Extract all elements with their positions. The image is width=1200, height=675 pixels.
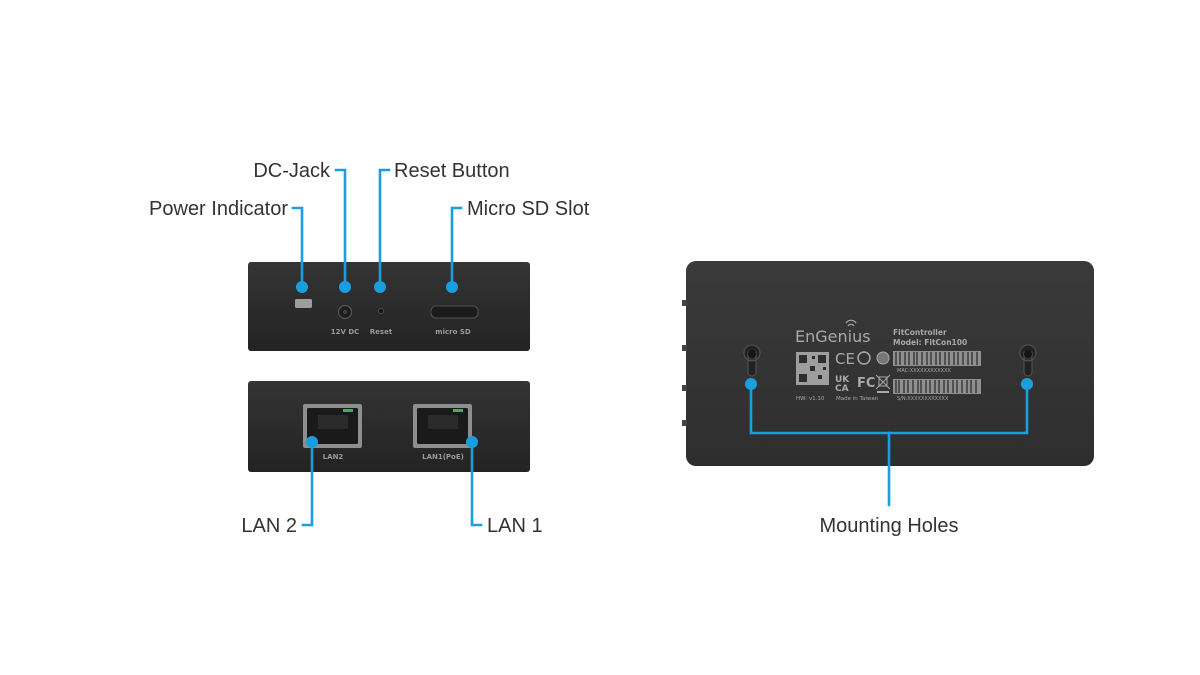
callout-leaders <box>291 168 1033 527</box>
rear-panel: LAN2 LAN1(PoE) <box>248 381 530 472</box>
brand-logo-text: EnGenius <box>795 327 871 346</box>
mounting-hole-left-dot <box>745 378 757 390</box>
micro-sd-leader <box>450 206 463 289</box>
lan2-port-label: LAN2 <box>323 453 344 461</box>
mounting-hole-left <box>743 344 761 377</box>
mounting-hole-right <box>1019 344 1037 377</box>
product-name: FitController <box>893 328 947 337</box>
serial-barcode <box>893 379 981 394</box>
qr-code-icon <box>796 352 829 385</box>
ukca-mark-top: UK <box>835 375 850 385</box>
power-led <box>295 299 312 308</box>
reset-button-leader <box>378 168 391 289</box>
ce-mark: CE <box>835 350 855 368</box>
lan1-dot <box>466 436 478 448</box>
lan1-port <box>413 404 472 448</box>
lan1-leader <box>470 440 483 527</box>
power-indicator-label: Power Indicator <box>149 198 288 220</box>
lan1-label: LAN 1 <box>487 515 543 537</box>
serial-number: S/N:XXXXXXXXXXXX <box>897 396 949 402</box>
made-in: Made in Taiwan <box>836 396 879 402</box>
wifi-icon <box>845 319 857 327</box>
reset-hole <box>378 308 384 314</box>
weee-bin-icon <box>875 374 891 393</box>
reset-button-dot <box>374 281 386 293</box>
lan2-leader <box>301 440 314 527</box>
mounting-hole-right-dot <box>1021 378 1033 390</box>
lan2-dot <box>306 436 318 448</box>
micro-sd-slot <box>430 305 479 319</box>
mac-address: MAC:XXXXXXXXXXXX <box>897 368 952 374</box>
reset-button-label: Reset Button <box>394 160 510 182</box>
lan1-port-label: LAN1(PoE) <box>422 453 464 461</box>
bottom-view: EnGenius CE UK CA FC <box>682 261 1094 466</box>
mounting-holes-label: Mounting Holes <box>820 515 959 537</box>
mac-barcode <box>893 351 981 366</box>
front-panel: 12V DC Reset micro SD <box>248 262 530 351</box>
sd-port-label: micro SD <box>435 328 471 336</box>
model-number: Model: FitCon100 <box>893 338 967 347</box>
dc-jack-dot <box>339 281 351 293</box>
micro-sd-slot-label: Micro SD Slot <box>467 198 590 220</box>
power-indicator-dot <box>296 281 308 293</box>
rohs-icon <box>876 351 890 365</box>
dc-port-label: 12V DC <box>331 328 360 336</box>
micro-sd-dot <box>446 281 458 293</box>
dc-jack-leader <box>334 168 347 289</box>
fc-mark: FC <box>857 376 875 391</box>
lan2-port <box>303 404 362 448</box>
rear-panel-body <box>248 381 530 472</box>
compliance-icon <box>857 351 871 365</box>
callout-labels: Power Indicator DC-Jack Reset Button Mic… <box>149 160 958 537</box>
lan2-label: LAN 2 <box>241 515 297 537</box>
product-label: EnGenius CE UK CA FC <box>795 319 981 402</box>
power-indicator-leader <box>291 206 304 289</box>
bottom-body <box>686 261 1094 466</box>
front-panel-body <box>248 262 530 351</box>
reset-port-label: Reset <box>370 328 393 336</box>
ukca-mark-bottom: CA <box>835 384 849 394</box>
hardware-version: HW: v1.10 <box>796 396 825 402</box>
dc-jack-label: DC-Jack <box>253 160 331 182</box>
